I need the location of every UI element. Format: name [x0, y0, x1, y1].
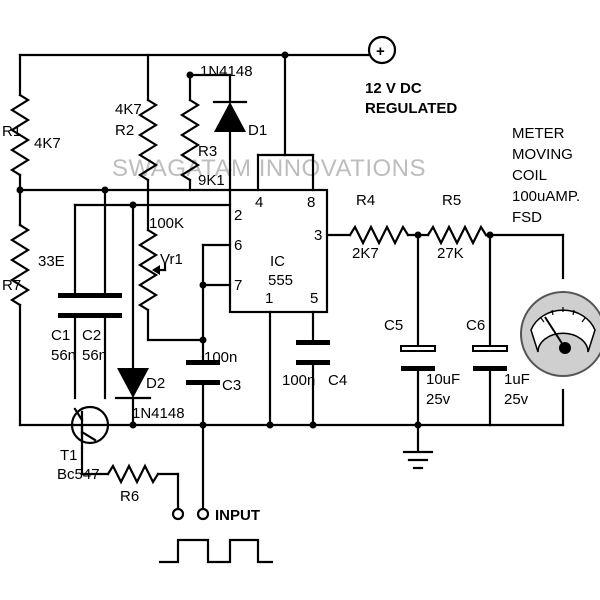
ic-pin-7: 7: [234, 277, 242, 294]
r3-value: 9K1: [198, 172, 225, 189]
meter-needle-icon: [544, 316, 564, 346]
potentiometer-vr1: 100K Vr1: [137, 215, 205, 342]
input-section: INPUT: [158, 423, 274, 564]
c5-value: 10uF: [426, 371, 460, 388]
ic-pin-3: 3: [314, 227, 322, 244]
ic-pin-1: 1: [265, 290, 273, 307]
c4-name: C4: [328, 372, 347, 389]
d2-part: 1N4148: [132, 405, 185, 422]
resistor-r3: R3 9K1: [179, 73, 225, 192]
supply-label-line2: REGULATED: [365, 100, 457, 117]
resistor-r1: R1 4K7: [2, 53, 61, 192]
supply-terminal: [367, 35, 397, 65]
r4-value: 2K7: [352, 245, 379, 262]
meter-label-line4: 100uAMP.: [512, 188, 580, 205]
r4-name: R4: [356, 192, 375, 209]
ic-model: 555: [268, 272, 293, 289]
c4-value: 100n: [282, 372, 315, 389]
diode-d2: D2 1N4148: [114, 203, 185, 427]
r2-name: R2: [115, 122, 134, 139]
resistor-r2: 4K7 R2: [115, 53, 159, 232]
capacitor-c6: C6 1uF 25v: [466, 233, 530, 427]
ic-pin-6: 6: [234, 237, 242, 254]
r6-name: R6: [120, 488, 139, 505]
capacitor-c4: 100n C4: [282, 310, 347, 427]
supply-plus-symbol: +: [376, 43, 385, 60]
c2-value: 56n: [82, 347, 107, 364]
supply-label-line1: 12 V DC: [365, 80, 422, 97]
r5-name: R5: [442, 192, 461, 209]
capacitor-c3: 100n C3: [186, 349, 241, 427]
r2-value: 4K7: [115, 101, 142, 118]
c2-name: C2: [82, 327, 101, 344]
vr1-name: Vr1: [160, 251, 183, 268]
ic-pin-2: 2: [234, 207, 242, 224]
capacitor-c5: C5 10uF 25v: [384, 233, 460, 452]
r3-name: R3: [198, 143, 217, 160]
resistor-r4: R4 2K7: [348, 192, 410, 262]
capacitor-c2: C2 56n: [82, 188, 122, 400]
resistor-r5: R5 27K: [426, 192, 488, 262]
c6-name: C6: [466, 317, 485, 334]
meter-label-line1: METER: [512, 125, 565, 142]
ic-pin-5: 5: [310, 290, 318, 307]
input-terminal-left[interactable]: [171, 507, 185, 521]
ic-pin-4: 4: [255, 194, 263, 211]
d1-name: D1: [248, 122, 267, 139]
ic-label: IC: [270, 253, 285, 270]
ic-pin-8: 8: [307, 194, 315, 211]
meter: METER MOVING COIL 100uAMP. FSD: [488, 125, 600, 427]
input-label: INPUT: [215, 507, 260, 524]
transistor-t1: T1 Bc547: [57, 405, 110, 483]
t1-name: T1: [60, 447, 78, 464]
meter-label-line3: COIL: [512, 167, 547, 184]
c5-rating: 25v: [426, 391, 451, 408]
c1-name: C1: [51, 327, 70, 344]
c6-value: 1uF: [504, 371, 530, 388]
vr1-value: 100K: [149, 215, 184, 232]
watermark: SWAGATAM INNOVATIONS: [112, 155, 426, 182]
top-rail: + 12 V DC REGULATED: [18, 35, 457, 117]
r7-name: R7: [2, 277, 21, 294]
ground-symbol: [402, 450, 434, 470]
c5-name: C5: [384, 317, 403, 334]
resistor-r7: 33E R7: [2, 188, 65, 427]
r7-value: 33E: [38, 253, 65, 270]
c6-rating: 25v: [504, 391, 529, 408]
capacitor-c1: C1 56n: [51, 203, 92, 400]
t1-part: Bc547: [57, 466, 100, 483]
meter-label-line5: FSD: [512, 209, 542, 226]
d1-part: 1N4148: [200, 63, 253, 80]
c3-name: C3: [222, 377, 241, 394]
r5-value: 27K: [437, 245, 464, 262]
square-wave-icon: [158, 538, 274, 564]
r1-name: R1: [2, 123, 21, 140]
meter-label-line2: MOVING: [512, 146, 573, 163]
ic-555: IC 555 4 8 2 6 7 1 5 3: [228, 188, 329, 314]
resistor-r6: R6: [80, 463, 185, 521]
d2-name: D2: [146, 375, 165, 392]
c3-value: 100n: [204, 349, 237, 366]
r1-value: 4K7: [34, 135, 61, 152]
input-terminal-right[interactable]: [196, 507, 210, 521]
c1-value: 56n: [51, 347, 76, 364]
diode-d1: 1N4148 D1: [200, 63, 267, 192]
